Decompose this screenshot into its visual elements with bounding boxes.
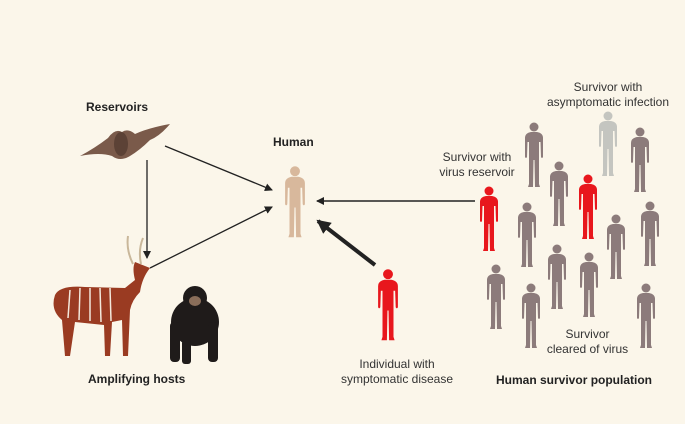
survivor-reservoir-label: Survivor with virus reservoir	[432, 150, 522, 180]
survivor-figure	[637, 283, 655, 348]
reservoir-survivor-figure	[480, 186, 498, 251]
label-line: symptomatic disease	[340, 372, 454, 386]
survivor-cleared-label: Survivor cleared of virus	[540, 327, 635, 357]
label-line: Survivor with	[442, 150, 512, 164]
survivor-figure	[641, 201, 659, 266]
survivor-figure	[631, 127, 649, 192]
population-label: Human survivor population	[496, 373, 653, 387]
survivor-population	[480, 111, 659, 348]
label-line: virus reservoir	[439, 165, 515, 179]
arrow-individual-to-human	[316, 219, 377, 267]
label-line: Individual with	[359, 357, 435, 371]
survivor-asymptomatic-label: Survivor with asymptomatic infection	[538, 80, 678, 110]
label-line: asymptomatic infection	[546, 95, 670, 109]
bat-reservoir	[80, 124, 170, 159]
arrow-bat-to-human	[164, 145, 273, 192]
label-line: Survivor with	[573, 80, 643, 94]
arrow-hosts-to-human	[149, 206, 273, 269]
amplifying-hosts-label: Amplifying hosts	[88, 372, 186, 386]
survivor-figure	[487, 264, 505, 329]
symptomatic-individual-label: Individual with symptomatic disease	[338, 357, 456, 387]
label-line: cleared of virus	[546, 342, 629, 356]
survivor-figure	[548, 244, 566, 309]
survivor-figure	[518, 202, 536, 267]
survivor-figure	[580, 252, 598, 317]
survivor-figure	[550, 161, 568, 226]
label-line: Survivor	[565, 327, 610, 341]
antelope-amplifying-host	[53, 235, 150, 356]
survivor-figure	[525, 122, 543, 187]
symptomatic-individual-figure	[378, 269, 398, 341]
chimpanzee-amplifying-host	[170, 286, 219, 364]
human-figure	[285, 166, 305, 238]
human-label: Human	[273, 135, 314, 149]
survivor-figure	[522, 283, 540, 348]
asymptomatic-survivor-figure	[599, 111, 617, 176]
survivor-figure	[607, 214, 625, 279]
reservoir-survivor-figure	[579, 174, 597, 239]
reservoirs-label: Reservoirs	[86, 100, 149, 114]
